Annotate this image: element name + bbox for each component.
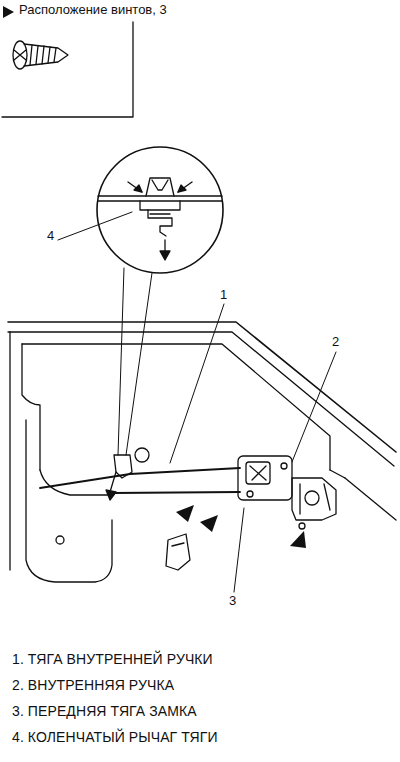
part-name: 2. ВНУТРЕННЯЯ РУЧКА bbox=[12, 677, 174, 693]
legend-text: Расположение винтов, 3 bbox=[19, 3, 167, 18]
detail-circle bbox=[97, 147, 223, 273]
callout-number: 2 bbox=[331, 335, 340, 350]
screw-marker bbox=[3, 6, 14, 18]
screw-icon bbox=[13, 41, 68, 69]
part-name: 1. ТЯГА ВНУТРЕННЕЙ РУЧКИ bbox=[12, 651, 213, 667]
leader-lines bbox=[58, 212, 336, 592]
detail-projection bbox=[118, 268, 152, 455]
door-lock bbox=[292, 478, 336, 529]
part-name: 3. ПЕРЕДНЯЯ ТЯГА ЗАМКА bbox=[12, 703, 197, 719]
part-name: 4. КОЛЕНЧАТЫЙ РЫЧАГ ТЯГИ bbox=[12, 729, 218, 745]
screw-markers bbox=[176, 505, 306, 548]
door-panel bbox=[8, 322, 396, 582]
callout-number: 4 bbox=[46, 229, 55, 244]
callout-number: 1 bbox=[219, 288, 228, 303]
callout-number: 3 bbox=[228, 594, 237, 609]
icon-frame bbox=[2, 22, 133, 117]
rods bbox=[40, 468, 240, 493]
inner-handle bbox=[238, 456, 292, 500]
bracket bbox=[166, 534, 190, 570]
